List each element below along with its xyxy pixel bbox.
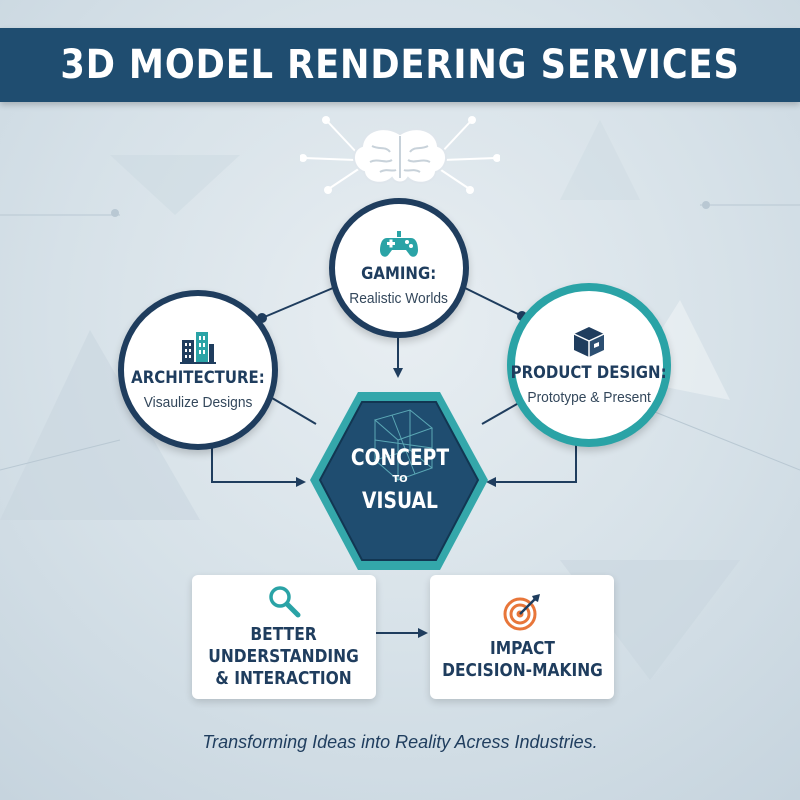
title-banner: 3D MODEL RENDERING SERVICES <box>0 28 800 102</box>
impact-card: IMPACT DECISION-MAKING <box>430 575 614 699</box>
center-label: CONCEPT TO VISUAL <box>320 446 480 514</box>
impact-line-2: DECISION-MAKING <box>441 660 603 681</box>
product-design-subtitle: Prototype & Present <box>527 388 651 406</box>
understanding-card: BETTER UNDERSTANDING & INTERACTION <box>192 575 376 699</box>
architecture-node: ARCHITECTURE: Visaulize Designs <box>118 290 278 450</box>
box-icon <box>573 326 605 357</box>
architecture-subtitle: Visaulize Designs <box>143 393 253 411</box>
target-icon <box>503 594 540 631</box>
tagline: Transforming Ideas into Reality Acress I… <box>202 732 598 752</box>
connector-architecture-gaming <box>261 287 334 319</box>
understanding-line-1: BETTER <box>250 624 318 645</box>
magnifier-icon <box>269 586 301 618</box>
gaming-node: GAMING: Realistic Worlds <box>329 198 469 338</box>
center-line-3: VISUAL <box>362 489 438 514</box>
building-icon <box>180 331 216 364</box>
center-line-1: CONCEPT <box>350 446 450 471</box>
brain-icon <box>300 116 500 194</box>
wireframe-cube-icon <box>373 409 434 481</box>
page-title: 3D MODEL RENDERING SERVICES <box>60 42 740 88</box>
gaming-subtitle: Realistic Worlds <box>349 289 449 307</box>
architecture-title: ARCHITECTURE: <box>131 367 265 388</box>
understanding-line-3: & INTERACTION <box>215 668 353 689</box>
product-design-title: PRODUCT DESIGN: <box>511 362 667 383</box>
arrow-architecture-center <box>211 435 306 487</box>
arrow-product-center <box>486 435 577 487</box>
understanding-text: BETTER UNDERSTANDING & INTERACTION <box>209 624 360 690</box>
connector-gaming-product <box>464 287 523 317</box>
gaming-title: GAMING: <box>361 263 437 284</box>
impact-line-1: IMPACT <box>489 638 555 659</box>
center-line-2: TO <box>392 474 408 485</box>
product-design-node: PRODUCT DESIGN: Prototype & Present <box>507 283 671 447</box>
impact-text: IMPACT DECISION-MAKING <box>442 638 603 682</box>
understanding-line-2: UNDERSTANDING <box>208 646 360 667</box>
connector-architecture-center-diag <box>271 397 317 425</box>
gamepad-icon <box>380 230 418 257</box>
